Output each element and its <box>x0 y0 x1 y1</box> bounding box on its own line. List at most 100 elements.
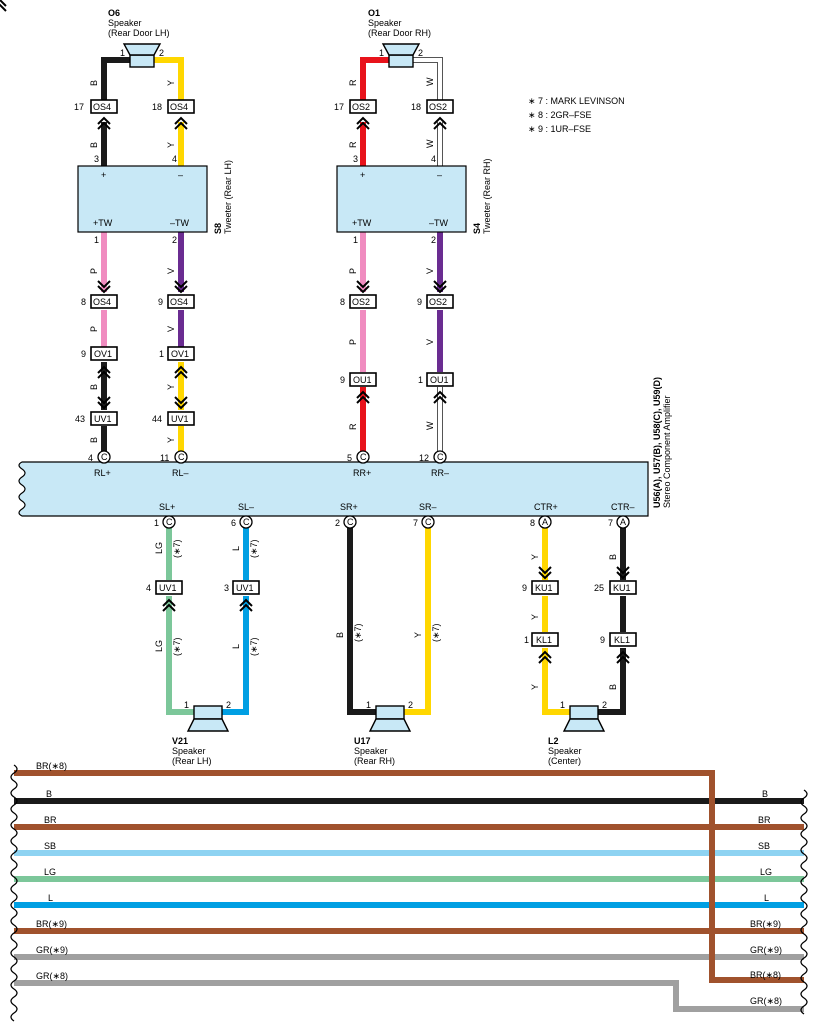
bus-break-left <box>10 764 18 1022</box>
terminal-conn: C <box>437 452 444 462</box>
tweeter-s8: + – +TW –TW 3 4 1 2 S8 Tweeter (Rear LH) <box>77 154 233 245</box>
terminal-conn: C <box>347 517 354 527</box>
terminal-label: + <box>360 170 365 180</box>
note: ∗ 7 : MARK LEVINSON <box>528 96 625 106</box>
speaker-code: O6 <box>108 8 120 18</box>
speaker-name: Speaker <box>354 746 388 756</box>
connector-label: OS2 <box>352 102 370 112</box>
connector-label: OS2 <box>352 297 370 307</box>
connector-label: KU1 <box>535 583 553 593</box>
connector-label: OV1 <box>94 349 112 359</box>
wire-label: P <box>348 339 358 345</box>
connector-label: KL1 <box>614 635 630 645</box>
pin-label: 2 <box>172 235 177 245</box>
wire-label: B <box>89 142 99 148</box>
wire-note: (∗7) <box>172 637 182 656</box>
connector-pin: 1 <box>524 635 529 645</box>
pin-label: 2 <box>226 700 231 710</box>
terminal-label: –TW <box>170 218 190 228</box>
speaker-location: (Rear Door LH) <box>108 28 170 38</box>
connector-pin: 8 <box>81 297 86 307</box>
wire-label: B <box>89 80 99 86</box>
wire-labels: B Y B Y R W R W P V P V P V P V B Y B Y … <box>89 77 618 690</box>
notes: ∗ 7 : MARK LEVINSON ∗ 8 : 2GR–FSE ∗ 9 : … <box>528 96 625 134</box>
terminal-conn: C <box>166 517 173 527</box>
terminal-label: SR+ <box>340 502 358 512</box>
pin-label: 1 <box>379 48 384 58</box>
terminal-pin: 2 <box>335 518 340 528</box>
bus-label-right: SB <box>758 841 770 851</box>
bus-label-right: BR(∗8) <box>750 970 781 980</box>
bus-wires: BR(∗8) B BR SB LG L BR(∗9) GR(∗9) GR(∗8)… <box>10 761 808 1022</box>
pin-label: 3 <box>94 154 99 164</box>
pin-label: 4 <box>431 154 436 164</box>
bus-label-right: BR <box>758 815 771 825</box>
wire-label: V <box>425 268 435 274</box>
terminal-rl-plus: C 4 RL+ <box>88 450 111 478</box>
connector-pin: 9 <box>600 635 605 645</box>
amplifier-name: Stereo Component Amplifier <box>662 395 672 508</box>
terminal-label: +TW <box>352 218 372 228</box>
connector-pin: 9 <box>340 375 345 385</box>
wire-label: Y <box>530 554 540 560</box>
speaker-location: (Rear Door RH) <box>368 28 431 38</box>
bus-label-right: LG <box>760 867 772 877</box>
wire-label: W <box>425 421 435 430</box>
connector-label: UV1 <box>94 414 112 424</box>
pin-label: 1 <box>560 700 565 710</box>
connector-pin: 17 <box>74 102 84 112</box>
terminal-pin: 6 <box>231 518 236 528</box>
bus-label-right: L <box>764 893 769 903</box>
connector-boxes: OS4 17 OS4 18 OS2 17 OS2 18 OS4 8 OS4 9 … <box>74 99 637 647</box>
wire-note: (∗7) <box>172 539 182 558</box>
note: ∗ 8 : 2GR–FSE <box>528 110 592 120</box>
speaker-location: (Rear RH) <box>354 756 395 766</box>
wire-label: L <box>231 546 241 551</box>
connector-label: OS4 <box>93 102 111 112</box>
terminal-pin: 11 <box>160 453 169 463</box>
bus-label-right: GR(∗9) <box>750 945 782 955</box>
wire-label: P <box>348 268 358 274</box>
speaker-name: Speaker <box>108 18 142 28</box>
terminal-conn: C <box>101 452 108 462</box>
wire-label: W <box>425 139 435 148</box>
tweeter-name: Tweeter (Rear RH) <box>482 158 492 234</box>
amplifier-code: U56(A), U57(B), U58(C), U59(D) <box>652 377 662 508</box>
terminal-label: – <box>178 170 183 180</box>
connector-label: OS4 <box>170 297 188 307</box>
speaker-o1: O1 Speaker (Rear Door RH) 1 2 <box>368 8 431 68</box>
bus-label-left: BR(∗8) <box>36 761 67 771</box>
bus-label-left: LG <box>44 867 56 877</box>
connector-pin: 25 <box>594 583 604 593</box>
pin-label: 3 <box>353 154 358 164</box>
wire-label: P <box>89 326 99 332</box>
tweeter-s4: + – +TW –TW 3 4 1 2 S4 Tweeter (Rear RH) <box>336 154 492 245</box>
wire-label: R <box>348 423 358 430</box>
connector-pin: 9 <box>522 583 527 593</box>
terminal-conn: A <box>542 517 548 527</box>
connector-label: KU1 <box>613 583 631 593</box>
terminal-sl-plus: C 1 SL+ <box>154 502 176 529</box>
terminal-pin: 12 <box>419 453 429 463</box>
pin-label: 2 <box>159 48 164 58</box>
connector-label: UV1 <box>236 583 254 593</box>
connector-pin: 9 <box>158 297 163 307</box>
note: ∗ 9 : 1UR–FSE <box>528 124 591 134</box>
connector-pin: 44 <box>152 414 162 424</box>
pin-label: 2 <box>431 235 436 245</box>
bus-label-left: B <box>46 789 52 799</box>
wire-label: LG <box>154 640 164 652</box>
speaker-location: (Center) <box>548 756 581 766</box>
connector-label: OS2 <box>429 102 447 112</box>
connector-pin: 9 <box>417 297 422 307</box>
terminal-sr-plus: C 2 SR+ <box>335 502 358 529</box>
terminal-label: +TW <box>93 218 113 228</box>
wire-label: Y <box>413 632 423 638</box>
connector-label: OU1 <box>430 375 449 385</box>
terminal-label: CTR– <box>611 502 635 512</box>
connector-label: OS4 <box>170 102 188 112</box>
terminal-label: RL+ <box>94 468 111 478</box>
tweeter-name: Tweeter (Rear LH) <box>223 160 233 234</box>
wire-label: B <box>89 437 99 443</box>
bus-label-right: BR(∗9) <box>750 919 781 929</box>
